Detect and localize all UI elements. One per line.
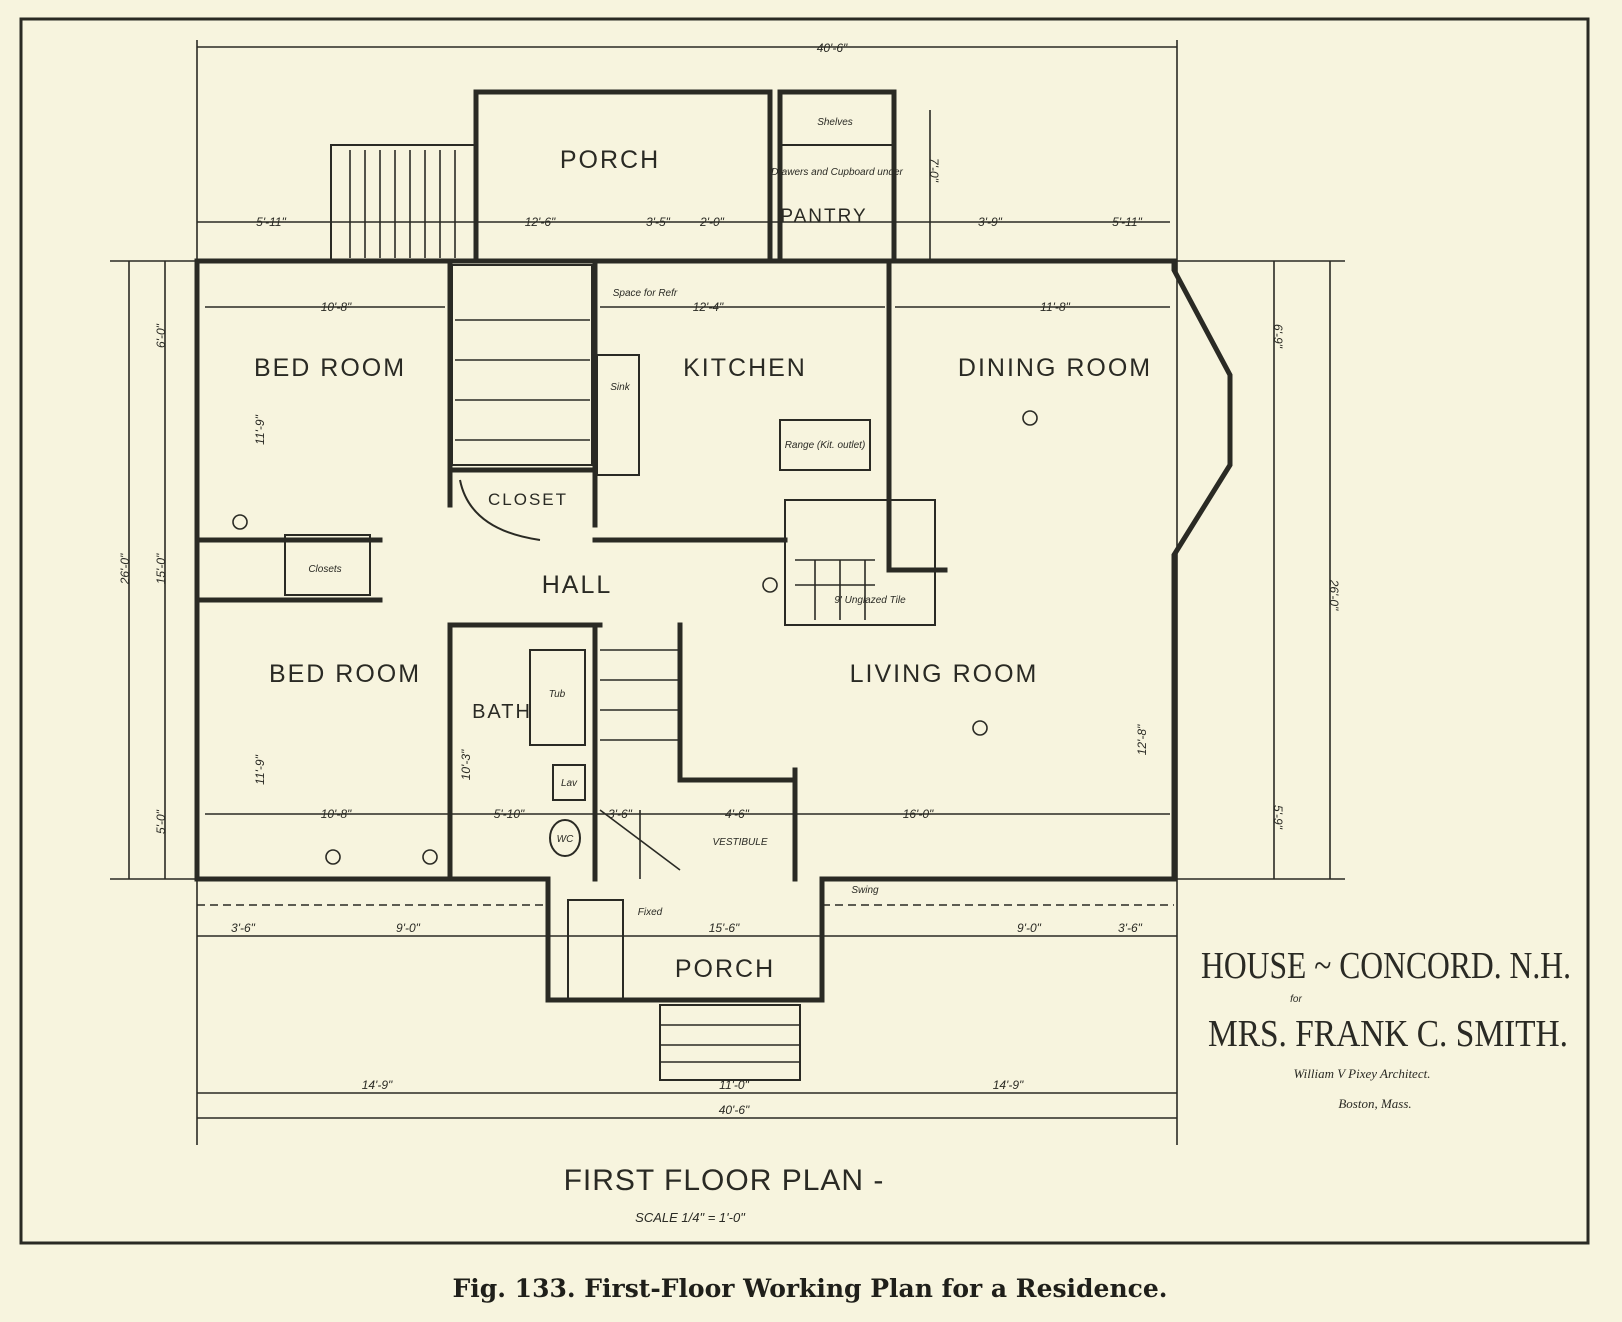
svg-text:3'-9": 3'-9" [978,215,1003,229]
svg-text:4'-6": 4'-6" [725,807,750,821]
title-block: HOUSE ~ CONCORD. N.H. for MRS. FRANK C. … [1201,945,1571,1111]
note-cupboard: Drawers and Cupboard under [771,167,903,178]
plan-scale: SCALE 1/4" = 1'-0" [635,1210,746,1225]
title-line-owner: MRS. FRANK C. SMITH. [1208,1013,1568,1055]
svg-text:3'-6": 3'-6" [231,921,256,935]
note-fixed: Fixed [638,907,663,918]
dimension-lines [110,40,1345,1145]
svg-text:11'-0": 11'-0" [719,1078,749,1092]
svg-text:5'-0": 5'-0" [154,809,168,834]
room-label-closet: CLOSET [488,490,568,509]
svg-text:5'-11": 5'-11" [1112,215,1142,229]
svg-text:6'-9": 6'-9" [1271,324,1285,349]
light-outlet-icons [232,410,1038,865]
interior-walls [194,258,948,882]
svg-text:6'-0": 6'-0" [154,323,168,348]
title-city: Boston, Mass. [1338,1096,1411,1111]
svg-text:12'-6": 12'-6" [525,215,556,229]
room-label-porch-rear: PORCH [560,146,660,174]
svg-text:14'-9": 14'-9" [362,1078,393,1092]
room-label-vestibule: VESTIBULE [712,837,767,848]
svg-text:14'-9": 14'-9" [993,1078,1024,1092]
svg-text:12'-8": 12'-8" [1135,724,1149,755]
svg-text:5'-10": 5'-10" [494,807,525,821]
svg-text:26'-0": 26'-0" [118,553,132,585]
svg-text:3'-6": 3'-6" [1118,921,1143,935]
room-label-porch-front: PORCH [675,955,775,983]
svg-text:10'-8": 10'-8" [321,807,352,821]
svg-text:5'-11": 5'-11" [256,215,286,229]
svg-text:40'-6": 40'-6" [817,41,848,55]
frame-border [19,17,1590,1245]
note-sink: Sink [610,382,630,393]
note-range: Range (Kit. outlet) [785,440,866,451]
dimension-labels: 40'-6" 5'-11" 12'-6" 3'-5" 2'-0" 3'-9" 5… [118,41,1341,1117]
room-label-bed-room-2: BED ROOM [269,660,421,688]
svg-text:11'-9": 11'-9" [253,754,267,784]
room-label-living-room: LIVING ROOM [850,660,1039,688]
svg-text:26'-0": 26'-0" [1327,579,1341,611]
svg-text:9'-0": 9'-0" [1017,921,1042,935]
svg-text:11'-9": 11'-9" [253,414,267,444]
svg-text:9'-0": 9'-0" [396,921,421,935]
svg-text:10'-3": 10'-3" [459,749,473,780]
room-label-bath: BATH [472,701,532,723]
svg-text:7'-0": 7'-0" [927,158,941,183]
room-label-pantry: PANTRY [780,206,867,227]
title-architect: William V Pixey Architect. [1294,1066,1431,1081]
note-lav: Lav [561,778,578,789]
title-line-house: HOUSE ~ CONCORD. N.H. [1201,945,1571,987]
title-line-for: for [1290,994,1302,1005]
note-refrigerator: Space for Refr [613,288,678,299]
svg-text:3'-5": 3'-5" [646,215,671,229]
room-label-bed-room-1: BED ROOM [254,354,406,382]
plan-title: FIRST FLOOR PLAN - [564,1164,885,1197]
front-porch [197,876,1174,1081]
note-tub: Tub [549,689,566,700]
svg-text:5'-9": 5'-9" [1271,805,1285,830]
figure-caption: Fig. 133. First-Floor Working Plan for a… [453,1274,1168,1303]
note-tile: 9' Unglazed Tile [834,595,906,606]
svg-text:11'-8": 11'-8" [1040,300,1070,314]
note-swing: Swing [851,885,879,896]
rear-porch [330,89,897,264]
svg-text:15'-6": 15'-6" [709,921,740,935]
room-label-hall: HALL [542,571,613,599]
svg-text:3'-6": 3'-6" [608,807,633,821]
svg-text:16'-0": 16'-0" [903,807,934,821]
note-shelves: Shelves [817,117,853,128]
svg-text:12'-4": 12'-4" [693,300,724,314]
svg-text:2'-0": 2'-0" [699,215,725,229]
svg-text:15'-0": 15'-0" [154,553,168,584]
room-label-kitchen: KITCHEN [683,354,807,382]
note-closets: Closets [308,564,341,575]
room-label-dining-room: DINING ROOM [958,354,1152,382]
note-wc: WC [557,834,574,845]
svg-text:40'-6": 40'-6" [719,1103,750,1117]
svg-text:10'-8": 10'-8" [321,300,352,314]
